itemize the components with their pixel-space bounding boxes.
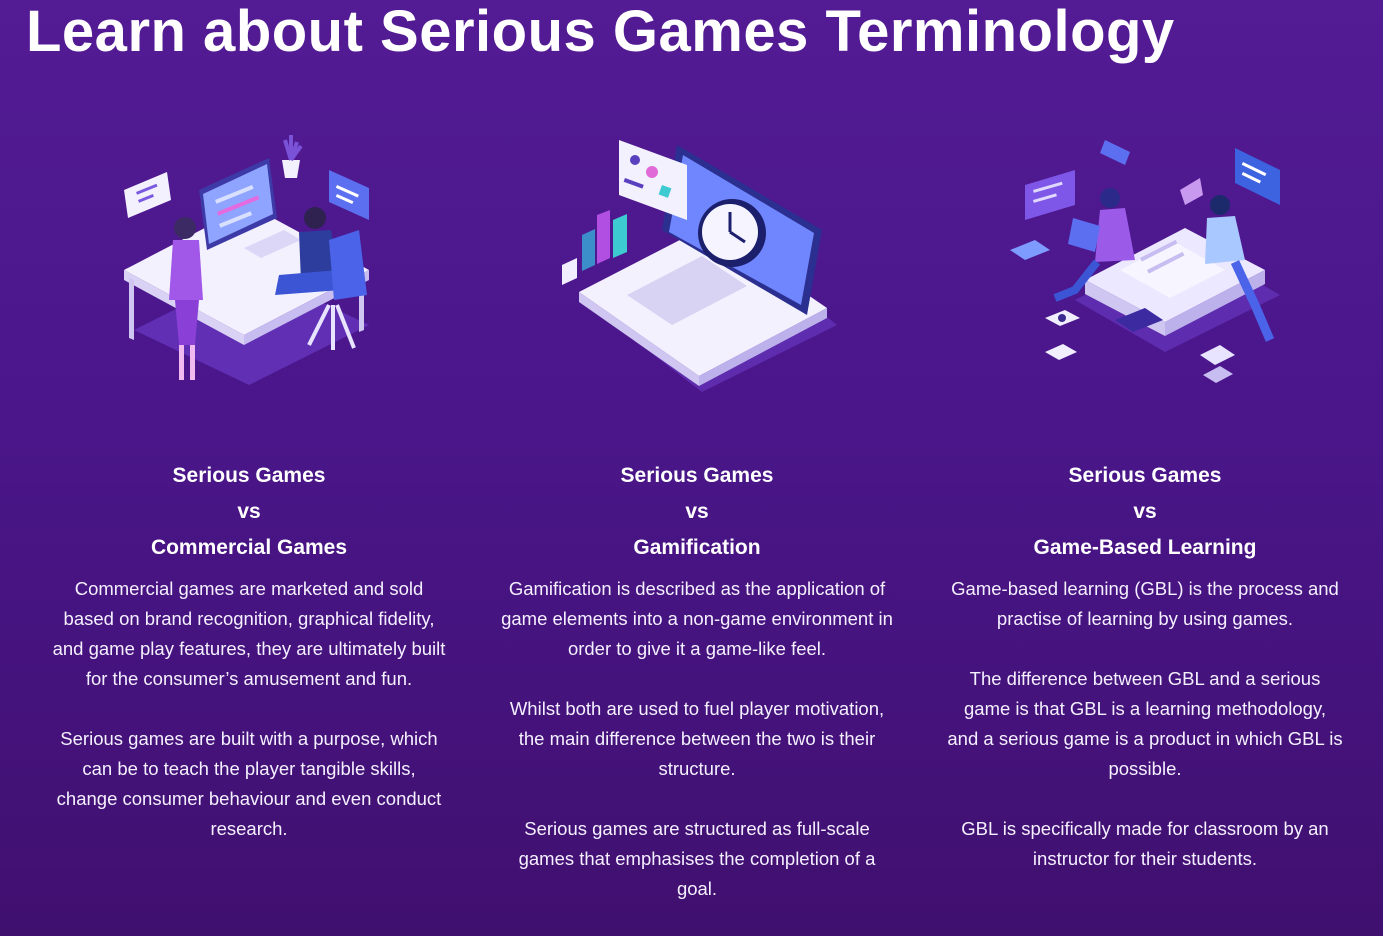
card-heading-top: Serious Games [1068,464,1222,487]
card-serious-vs-gamification: Serious Games vs Gamification Gamificati… [487,130,907,934]
card-paragraph: GBL is specifically made for classroom b… [961,818,1329,869]
card-paragraph: Game-based learning (GBL) is the process… [951,578,1339,629]
card-heading-vs: vs [237,500,261,523]
card-paragraph: The difference between GBL and a serious… [947,668,1343,779]
card-paragraph: Serious games are built with a purpose, … [56,728,442,839]
card-serious-vs-commercial: Serious Games vs Commercial Games Commer… [39,130,459,874]
card-heading-vs: vs [1133,500,1157,523]
office-desk-illustration [124,135,369,385]
online-learning-illustration [1010,140,1280,383]
card-heading-top: Serious Games [172,464,326,487]
card-heading-bottom: Gamification [633,536,761,559]
card-paragraph: Gamification is described as the applica… [501,578,893,659]
page-title: Learn about Serious Games Terminology [26,0,1175,64]
card-heading-top: Serious Games [620,464,774,487]
card-paragraph: Serious games are structured as full-sca… [518,818,876,899]
card-paragraph: Commercial games are marketed and sold b… [52,578,446,689]
laptop-clock-illustration [562,140,837,392]
card-heading-vs: vs [685,500,709,523]
card-heading-bottom: Commercial Games [150,536,348,559]
card-paragraph: Whilst both are used to fuel player moti… [509,698,885,779]
card-heading-bottom: Game-Based Learning [1033,536,1257,559]
card-serious-vs-gbl: Serious Games vs Game-Based Learning Gam… [935,130,1355,904]
